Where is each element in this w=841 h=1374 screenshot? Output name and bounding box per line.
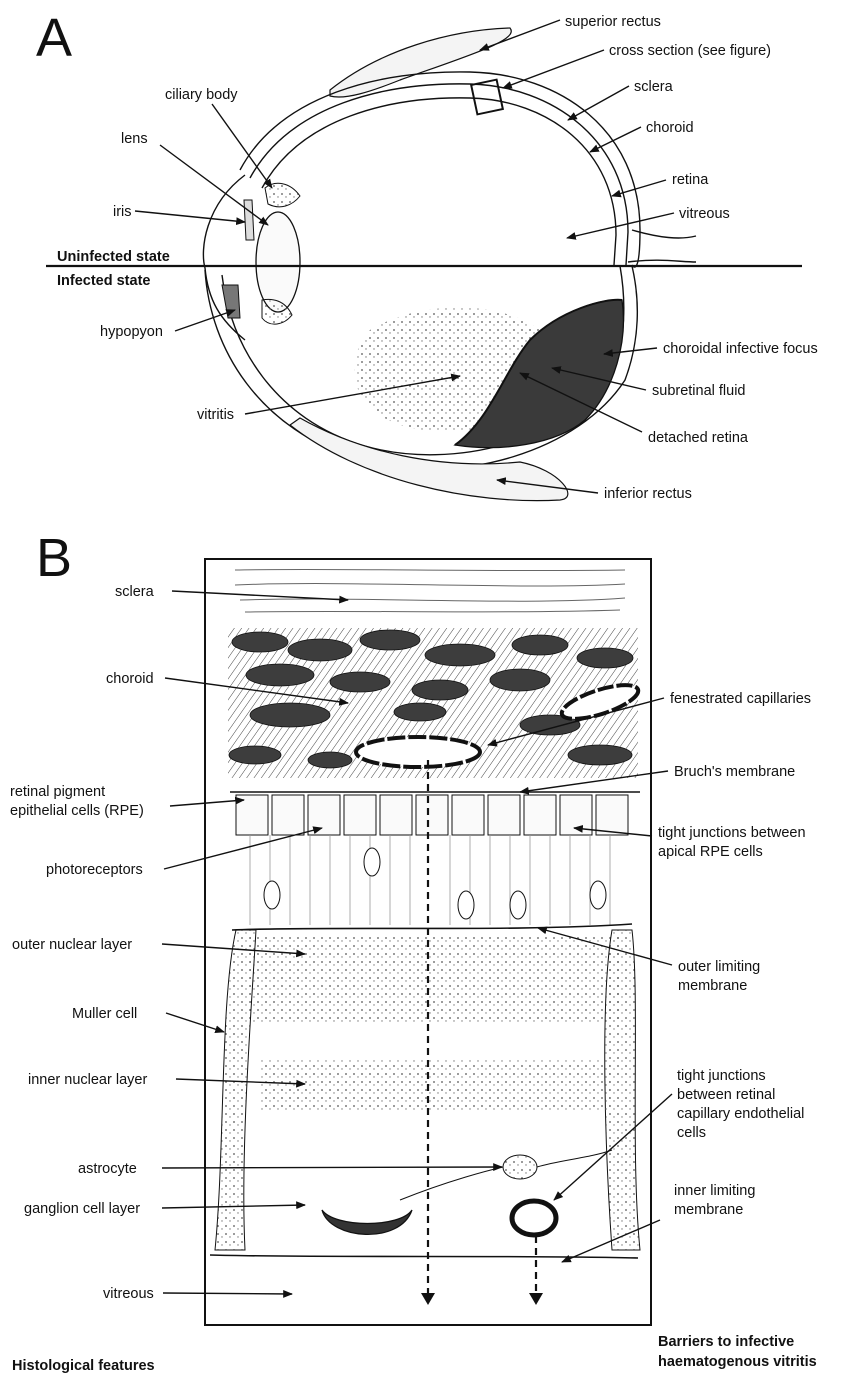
label-lens: lens [121,131,148,147]
label-fenestrated-capillaries: fenestrated capillaries [670,691,811,707]
label-bruchs-membrane: Bruch's membrane [674,764,795,780]
leader-hypopyon [175,310,235,331]
infected-state-label: Infected state [57,273,150,289]
panel-a-letter: A [36,8,72,68]
label-choroid-b: choroid [106,671,154,687]
inner-nuclear-layer-band [260,1060,610,1110]
leader-vitreous-b [163,1293,292,1294]
leader-iris [135,211,245,222]
footer-histological-features: Histological features [12,1358,155,1374]
label-rpe-line1: retinal pigment [10,784,105,800]
label-photoreceptors: photoreceptors [46,862,143,878]
label-rpe-line2: epithelial cells (RPE) [10,803,144,819]
label-sclera-b: sclera [115,584,155,600]
label-muller-cell: Muller cell [72,1006,137,1022]
label-detached-retina: detached retina [648,430,749,446]
label-tight-junctions-cap-line1: tight junctions [677,1068,766,1084]
label-choroidal-focus: choroidal infective focus [663,341,818,357]
retina-outline-upper [262,98,616,265]
rpe-cell-row [236,795,628,835]
label-tight-junctions-cap-line2: between retinal [677,1087,775,1103]
label-iris: iris [113,204,132,220]
label-astrocyte: astrocyte [78,1161,137,1177]
label-outer-limiting-line2: membrane [678,978,747,994]
leader-sclera-a [568,86,629,120]
footer-barriers-line1: Barriers to infective [658,1334,794,1350]
label-tight-junctions-cap-line3: capillary endothelial [677,1106,804,1122]
label-outer-nuclear-layer: outer nuclear layer [12,937,132,953]
label-outer-limiting-line1: outer limiting [678,959,760,975]
label-inner-nuclear-layer: inner nuclear layer [28,1072,147,1088]
muller-cell-right [605,930,640,1250]
superior-rectus-muscle [330,28,511,97]
label-sclera-a: sclera [634,79,674,95]
fenestrated-capillary-1 [356,737,480,767]
label-retina-a: retina [672,172,709,188]
label-tight-junctions-cap-line4: cells [677,1125,706,1141]
choroid-outline-upper [250,84,628,265]
label-vitritis: vitritis [197,407,234,423]
footer-barriers-line2: haematogenous vitritis [658,1354,817,1370]
label-inferior-rectus: inferior rectus [604,486,692,502]
label-ciliary-body: ciliary body [165,87,238,103]
label-hypopyon: hypopyon [100,324,163,340]
ciliary-body-shape [265,183,300,206]
uninfected-state-label: Uninfected state [57,249,170,265]
outer-nuclear-layer-band [250,935,620,1025]
panel-b-letter: B [36,528,72,588]
label-ganglion-cell-layer: ganglion cell layer [24,1201,140,1217]
leader-choroid-a [590,127,641,152]
label-inner-limiting-line2: membrane [674,1202,743,1218]
label-superior-rectus: superior rectus [565,14,661,30]
astrocyte-shape [503,1155,537,1179]
label-inner-limiting-line1: inner limiting [674,1183,755,1199]
label-vitreous-a: vitreous [679,206,730,222]
label-subretinal-fluid: subretinal fluid [652,383,746,399]
label-cross-section: cross section (see figure) [609,43,771,59]
label-vitreous-b: vitreous [103,1286,154,1302]
retina-cross-section [205,559,651,1325]
leader-cross-section [503,50,604,88]
label-tight-junctions-rpe-line2: apical RPE cells [658,844,763,860]
leader-ciliary-body [212,104,272,188]
eyeball-illustration [203,28,696,501]
retinal-capillary-right [512,1201,556,1235]
label-choroid-a: choroid [646,120,694,136]
iris-shape [244,200,254,240]
sclera-outline-upper [240,72,640,267]
leader-vitreous-a [567,213,674,238]
label-tight-junctions-rpe-line1: tight junctions between [658,825,806,841]
lens-shape [256,212,300,312]
